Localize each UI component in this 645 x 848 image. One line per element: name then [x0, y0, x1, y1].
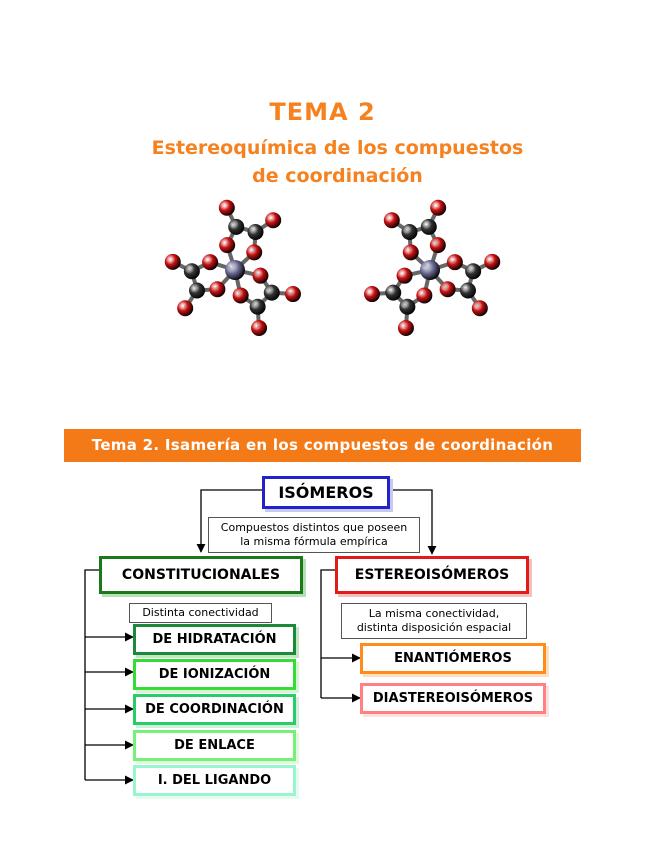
oxygen-atom: [252, 267, 269, 284]
oxygen-atom: [251, 319, 268, 336]
connector-constitucionales-trunk: [84, 569, 99, 780]
child-del-ligando: I. DEL LIGANDO: [133, 765, 296, 796]
carbon-atom: [183, 263, 200, 280]
oxygen-atom: [484, 253, 501, 270]
child-de-ionizacion: DE IONIZACIÓN: [133, 659, 296, 690]
oxalate-complex-model-right: [364, 199, 501, 336]
oxygen-atom: [416, 287, 433, 304]
estereoisomeros-box: ESTEREOISÓMEROS: [335, 556, 529, 594]
oxygen-atom: [429, 237, 446, 254]
carbon-atom: [228, 218, 245, 235]
section-banner: Tema 2. Isamería en los compuestos de co…: [64, 429, 581, 462]
carbon-atom: [189, 282, 206, 299]
oxalate-complex-model-left: [164, 199, 301, 336]
constitucionales-box: CONSTITUCIONALES: [99, 556, 303, 594]
child-de-enlace: DE ENLACE: [133, 730, 296, 761]
child-de-coordinacion: DE COORDINACIÓN: [133, 694, 296, 725]
isomeros-box: ISÓMEROS: [262, 476, 390, 509]
oxygen-atom: [430, 199, 447, 216]
oxygen-atom: [364, 286, 381, 303]
child-de-hidratacion: DE HIDRATACIÓN: [133, 624, 296, 655]
carbon-atom: [399, 298, 416, 315]
oxygen-atom: [232, 287, 249, 304]
oxygen-atom: [164, 253, 181, 270]
carbon-atom: [401, 224, 418, 241]
oxygen-atom: [265, 212, 282, 229]
oxygen-atom: [284, 286, 301, 303]
carbon-atom: [385, 284, 402, 301]
isomeros-note: Compuestos distintos que poseen la misma…: [208, 517, 420, 553]
constitucionales-note: Distinta conectividad: [129, 603, 272, 623]
oxygen-atom: [471, 300, 488, 317]
carbon-atom: [247, 224, 264, 241]
oxygen-atom: [246, 244, 263, 261]
carbon-atom: [420, 218, 437, 235]
tema-subtitle: Estereoquímica de los compuestos de coor…: [0, 134, 645, 190]
oxygen-atom: [202, 254, 219, 271]
oxygen-atom: [177, 300, 194, 317]
carbon-atom: [263, 284, 280, 301]
oxygen-atom: [446, 254, 463, 271]
metal-atom: [420, 260, 440, 280]
carbon-atom: [249, 298, 266, 315]
oxygen-atom: [218, 199, 235, 216]
oxygen-atom: [209, 281, 226, 298]
child-diastereoisomeros: DIASTEREOISÓMEROS: [360, 683, 546, 714]
subtitle-line-2: de coordinación: [252, 165, 423, 187]
tema-title: TEMA 2: [269, 98, 376, 126]
oxygen-atom: [439, 281, 456, 298]
oxygen-atom: [383, 212, 400, 229]
oxygen-atom: [396, 267, 413, 284]
oxygen-atom: [402, 244, 419, 261]
carbon-atom: [459, 282, 476, 299]
child-enantiomeros: ENANTIÓMEROS: [360, 643, 546, 674]
metal-atom: [225, 260, 245, 280]
subtitle-line-1: Estereoquímica de los compuestos: [151, 137, 524, 159]
oxygen-atom: [397, 319, 414, 336]
oxygen-atom: [219, 237, 236, 254]
connector-estereoisomeros-trunk: [320, 569, 335, 698]
carbon-atom: [465, 263, 482, 280]
estereoisomeros-note: La misma conectividad, distinta disposic…: [341, 603, 527, 639]
